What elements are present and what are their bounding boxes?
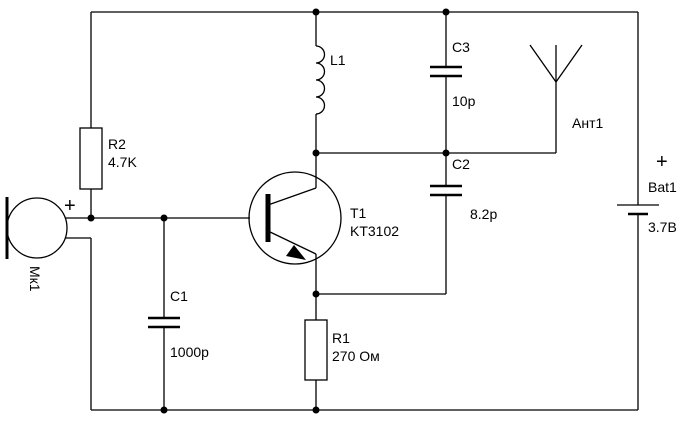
t1-ref: T1 <box>350 205 367 221</box>
microphone-plus: + <box>64 195 76 217</box>
junction-dot <box>312 8 320 16</box>
battery-plus: + <box>656 151 668 173</box>
resistor-r2: R2 4.7K <box>79 127 137 190</box>
c2-value: 8.2p <box>470 206 497 222</box>
junction-dot <box>312 149 320 157</box>
resistor-r1: R1 270 Ом <box>304 319 380 381</box>
battery-value: 3.7B <box>648 219 677 235</box>
r1-ref: R1 <box>332 330 350 346</box>
microphone-mk1: + Мк1 <box>5 195 76 292</box>
c1-value: 1000p <box>170 344 209 360</box>
junction-dot <box>312 406 320 414</box>
emitter-arrow <box>286 245 306 260</box>
inductor-l1: L1 <box>315 45 346 115</box>
r2-value: 4.7K <box>108 154 137 170</box>
junction-dots <box>87 8 450 414</box>
junction-dot <box>312 290 320 298</box>
battery-bat1: + Bat1 3.7B <box>617 151 677 235</box>
capacitor-c1: C1 1000p <box>148 288 209 360</box>
battery-ref: Bat1 <box>648 179 677 195</box>
antenna-symbol: Ант1 <box>529 44 603 131</box>
t1-value: KT3102 <box>350 223 399 239</box>
microphone-ref: Мк1 <box>27 266 43 292</box>
junction-dot <box>442 8 450 16</box>
c1-ref: C1 <box>170 288 188 304</box>
antenna-ref: Ант1 <box>572 115 603 131</box>
capacitor-c3: C3 10p <box>430 39 476 109</box>
c3-ref: C3 <box>452 39 470 55</box>
c2-ref: C2 <box>452 156 470 172</box>
junction-dot <box>160 406 168 414</box>
r2-ref: R2 <box>108 136 126 152</box>
junction-dot <box>160 214 168 222</box>
junction-dot <box>87 214 95 222</box>
transistor-t1: T1 KT3102 <box>248 171 399 265</box>
r1-value: 270 Ом <box>332 348 380 364</box>
l1-ref: L1 <box>330 52 346 68</box>
c3-value: 10p <box>452 93 476 109</box>
capacitor-c2: C2 8.2p <box>430 156 497 222</box>
junction-dot <box>442 149 450 157</box>
